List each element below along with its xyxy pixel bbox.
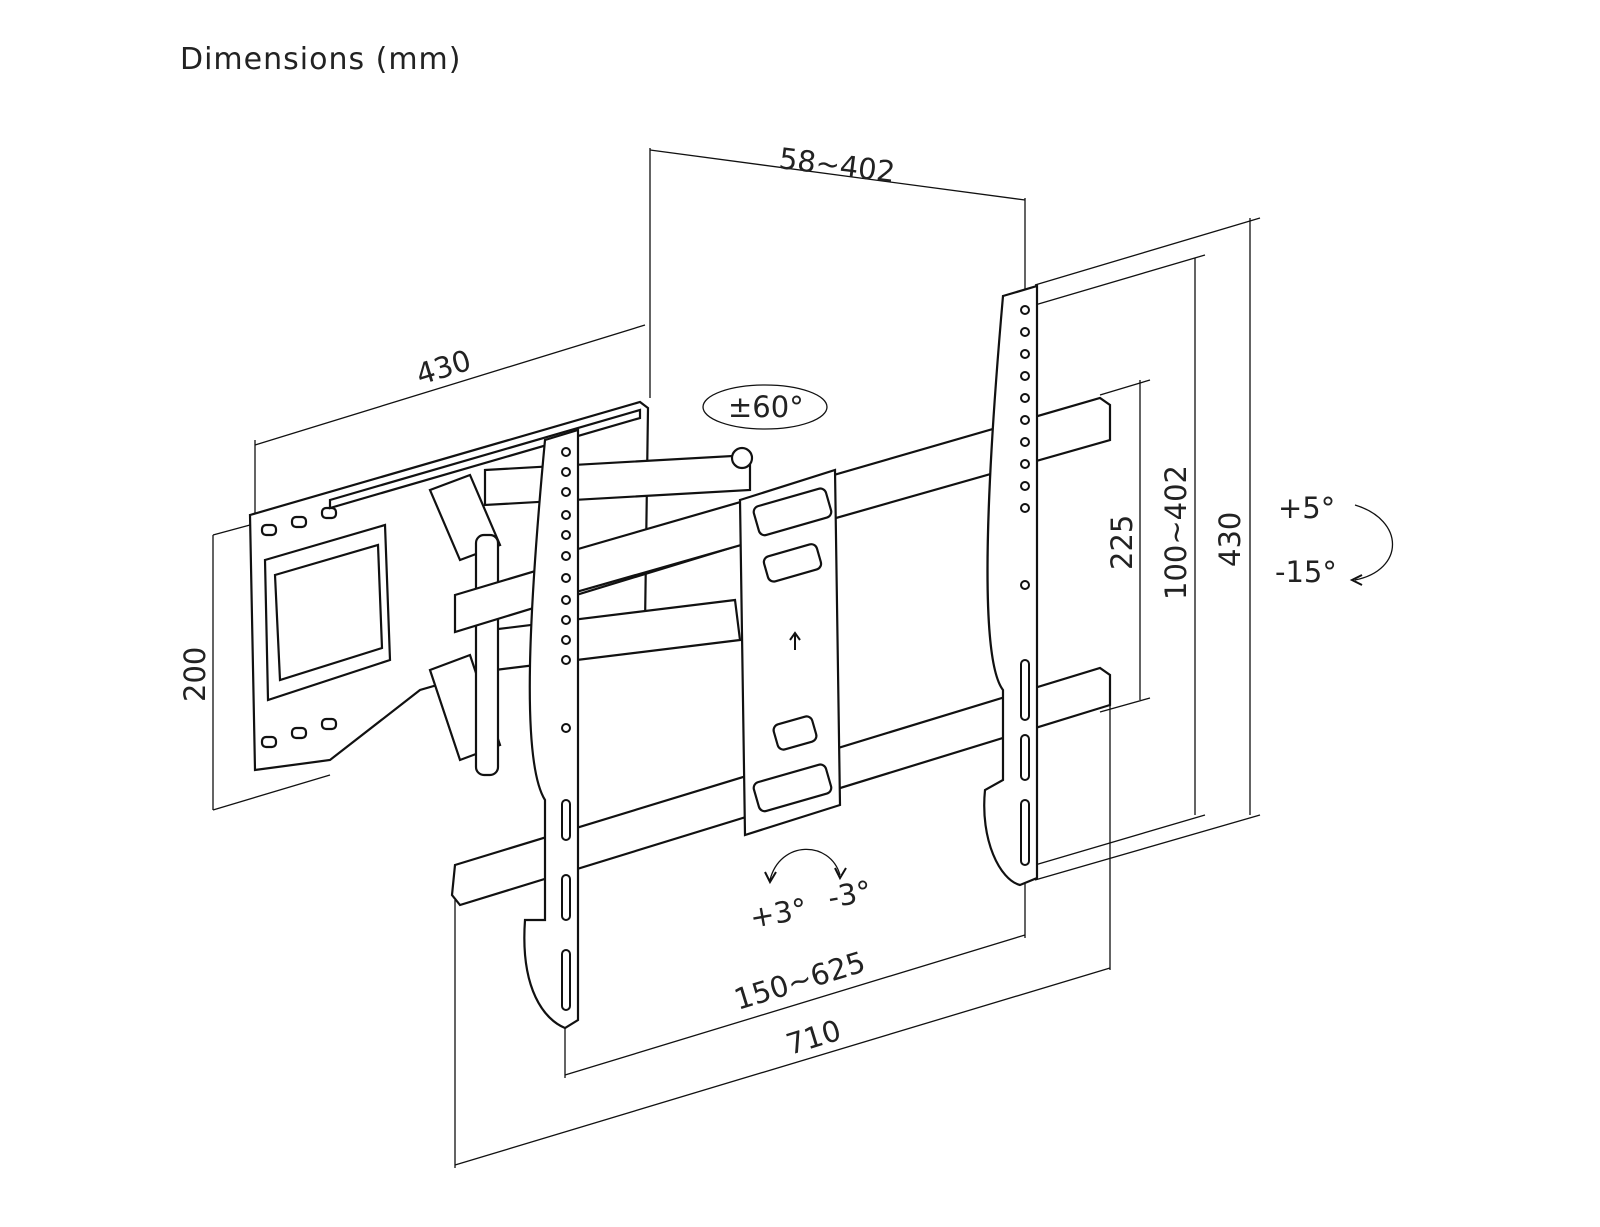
- level-arrow-icon: [764, 848, 847, 885]
- arm-extension-label: 58~402: [777, 141, 897, 189]
- tilt-up-label: +5°: [1278, 491, 1335, 525]
- swivel-label: ±60°: [728, 390, 804, 424]
- diagram-title: Dimensions (mm): [180, 42, 462, 77]
- wall-plate-width-label: 430: [412, 343, 475, 392]
- center-plate: [738, 468, 842, 837]
- swivel-arrow-icon: [702, 384, 828, 430]
- vesa-vertical-label: 100~402: [1159, 465, 1193, 600]
- tilt-down-label: -15°: [1275, 555, 1337, 589]
- right-vertical-bracket: [983, 284, 1039, 887]
- dimension-lines: [212, 148, 1261, 1168]
- left-vertical-bracket: [523, 428, 580, 1030]
- level-minus-label: -3°: [825, 874, 874, 915]
- bracket-height-label: 430: [1213, 512, 1247, 567]
- rail-width-label: 710: [782, 1013, 845, 1062]
- tilt-arrow-icon: [1349, 504, 1393, 586]
- wall-plate-height-label: 200: [178, 647, 212, 702]
- level-plus-label: +3°: [747, 891, 809, 934]
- rail-spacing-label: 225: [1105, 515, 1139, 570]
- vesa-horizontal-label: 150~625: [730, 945, 869, 1017]
